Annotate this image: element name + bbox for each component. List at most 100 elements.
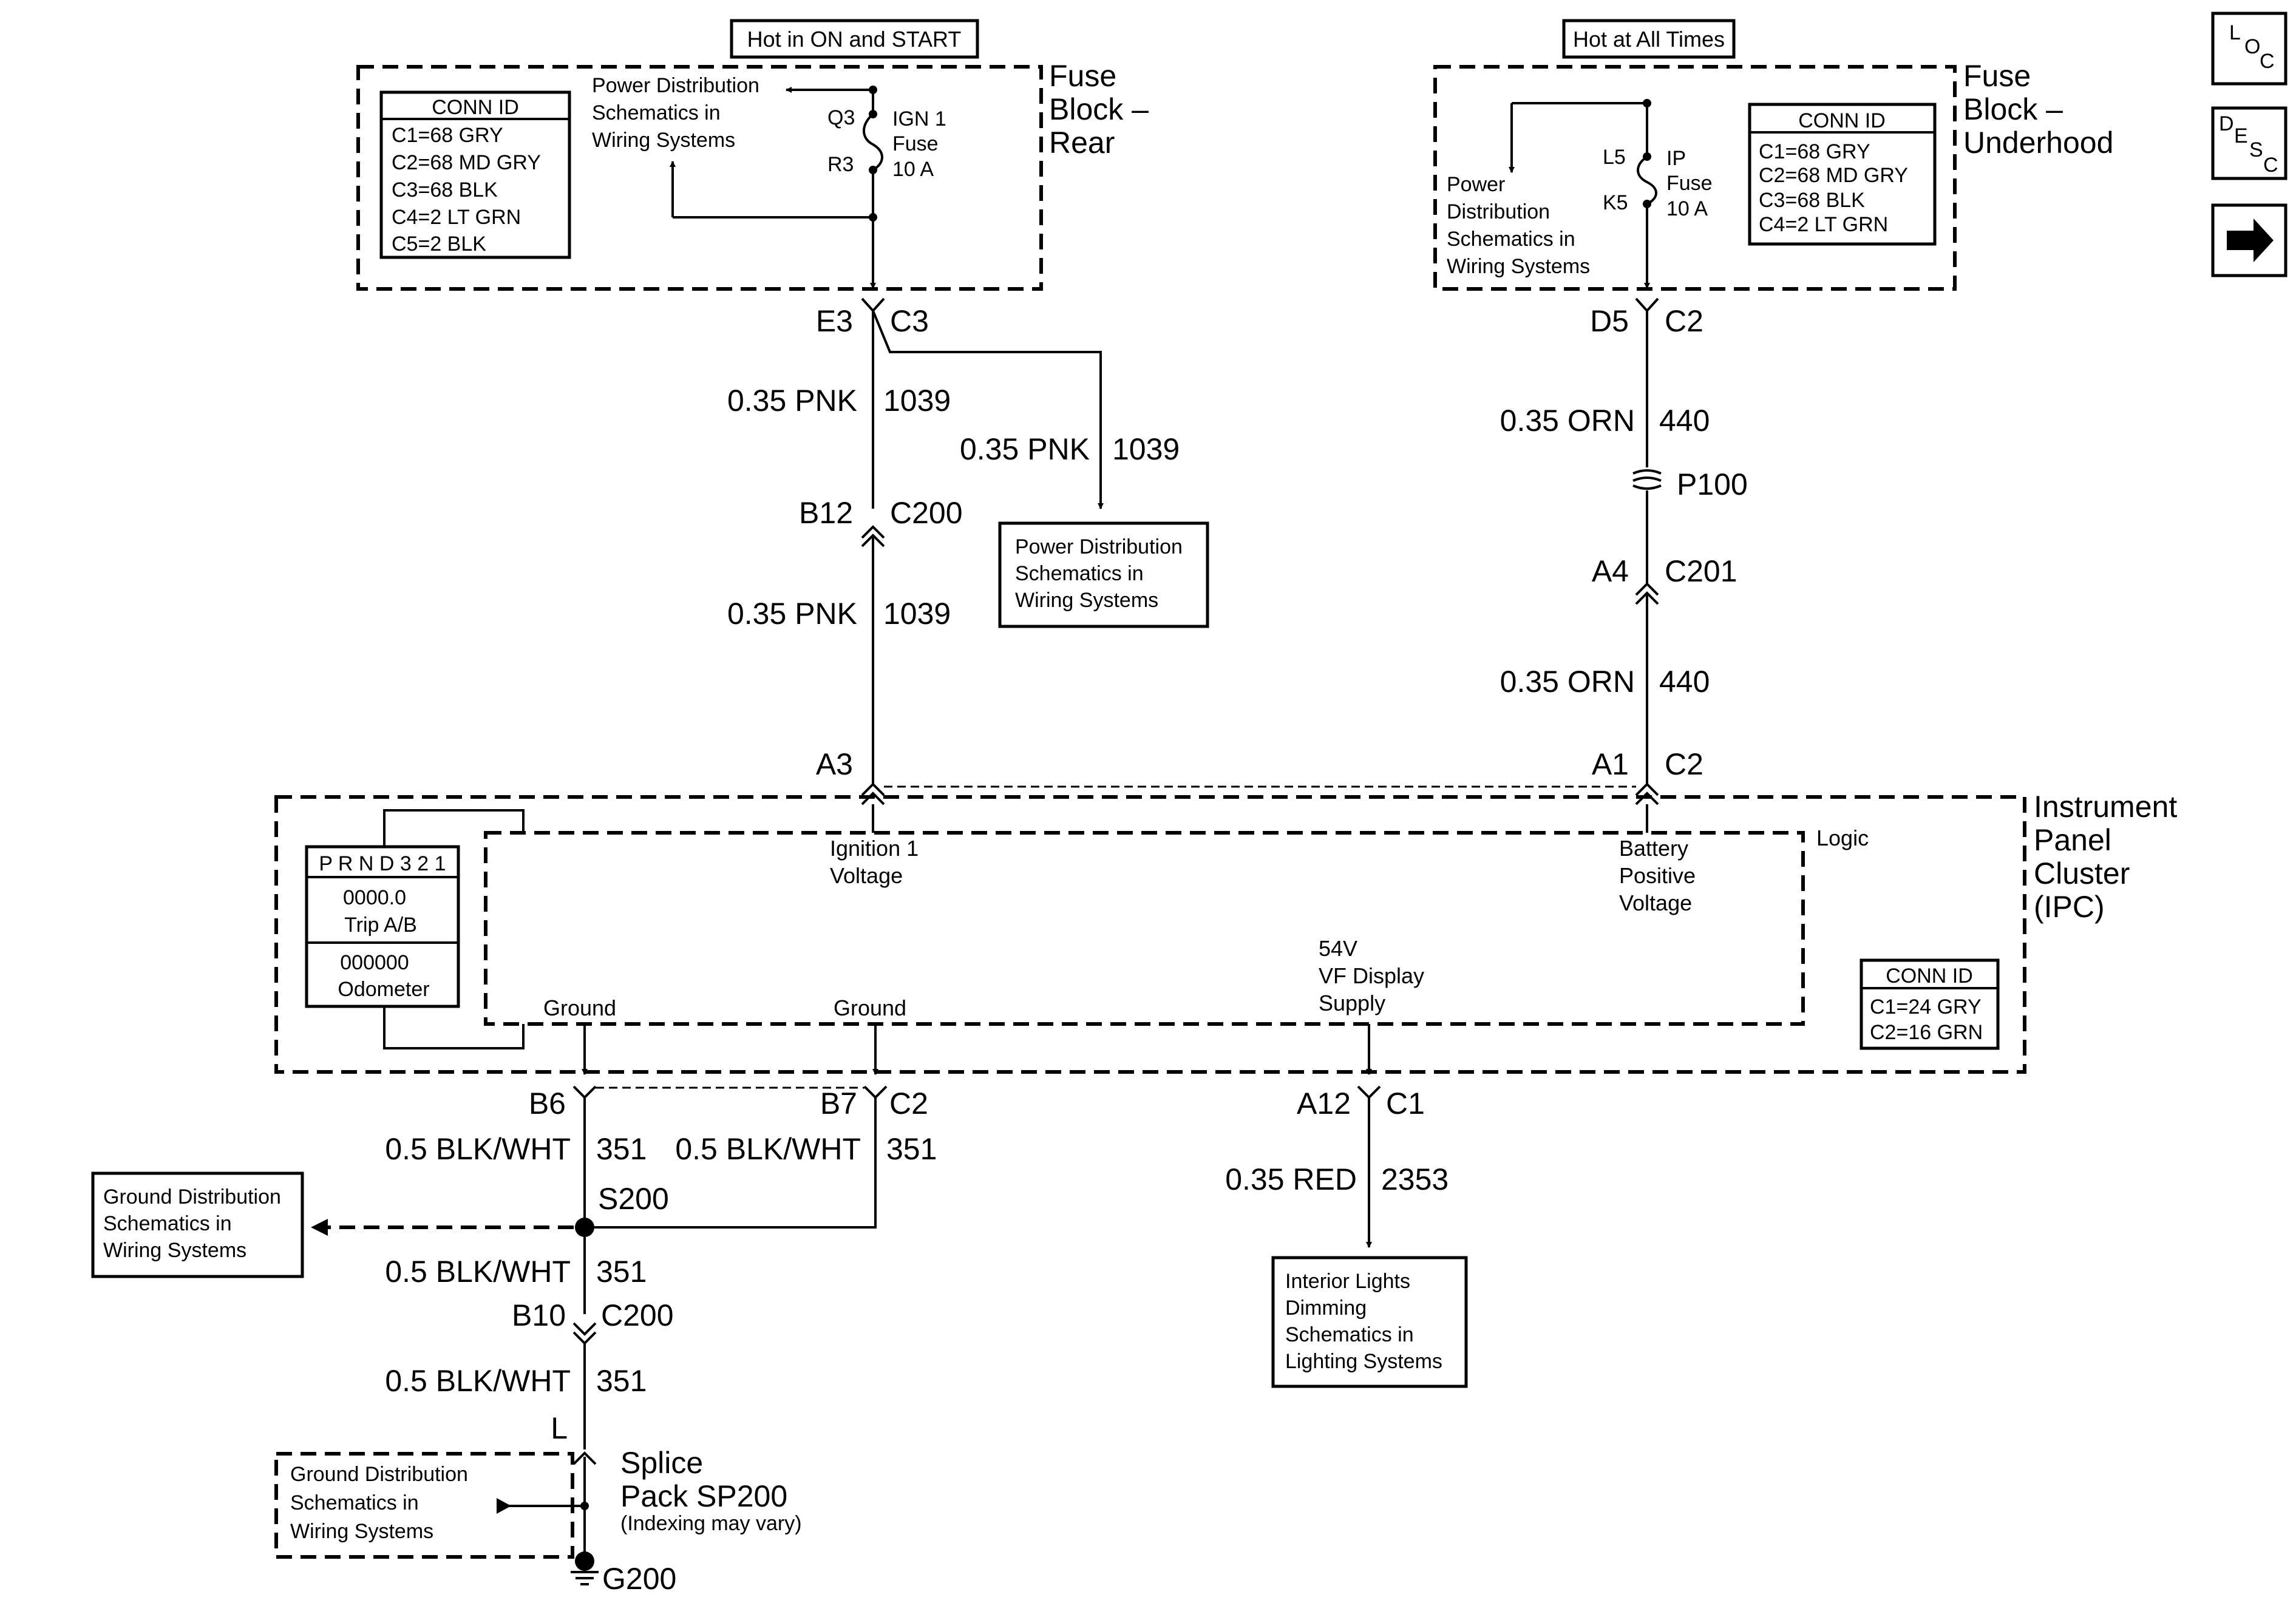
svg-text:Schematics in: Schematics in <box>1015 562 1144 585</box>
svg-text:P R N D 3 2 1: P R N D 3 2 1 <box>319 852 446 875</box>
svg-text:Ground: Ground <box>543 995 616 1020</box>
svg-text:0.5 BLK/WHT: 0.5 BLK/WHT <box>385 1255 571 1289</box>
svg-text:B6: B6 <box>529 1086 566 1120</box>
svg-text:Supply: Supply <box>1319 991 1385 1015</box>
fuse-underhood-conn-id-table: CONN ID C1=68 GRY C2=68 MD GRY C3=68 BLK… <box>1748 103 1937 246</box>
svg-text:Underhood: Underhood <box>1963 126 2113 160</box>
pd-ref-box-branch[interactable]: Power Distribution Schematics in Wiring … <box>998 521 1209 628</box>
svg-text:Dimming: Dimming <box>1285 1297 1367 1320</box>
svg-text:Interior Lights: Interior Lights <box>1285 1270 1410 1293</box>
fuse-underhood-pd-ref: Power Distribution Schematics in Wiring … <box>1447 173 1590 278</box>
svg-text:A4: A4 <box>1592 554 1629 588</box>
svg-text:C2=68 MD GRY: C2=68 MD GRY <box>1759 164 1908 187</box>
hot-on-start-label: Hot in ON and START <box>730 19 979 59</box>
svg-text:C4=2 LT GRN: C4=2 LT GRN <box>1759 213 1888 236</box>
svg-text:C1=68 GRY: C1=68 GRY <box>1759 140 1870 163</box>
svg-text:0.35 PNK: 0.35 PNK <box>727 384 857 418</box>
svg-text:2353: 2353 <box>1381 1162 1449 1196</box>
next-button[interactable] <box>2211 203 2288 277</box>
svg-text:A3: A3 <box>816 747 853 781</box>
svg-text:Voltage: Voltage <box>1619 890 1692 915</box>
ip-fuse: IP Fuse 10 A <box>1666 147 1713 220</box>
svg-text:0000.0: 0000.0 <box>343 886 406 909</box>
gd-ref-box-1[interactable]: Ground Distribution Schematics in Wiring… <box>91 1171 304 1278</box>
svg-text:Hot at All Times: Hot at All Times <box>1573 27 1725 52</box>
hot-all-times-label: Hot at All Times <box>1562 19 1736 59</box>
svg-text:R3: R3 <box>827 153 854 176</box>
svg-text:440: 440 <box>1659 404 1710 438</box>
svg-text:G200: G200 <box>602 1562 676 1596</box>
circuit-2353: A12 C1 0.35 RED 2353 Interior Lights Dim… <box>1225 1085 1468 1388</box>
svg-text:CONN ID: CONN ID <box>1886 964 1973 988</box>
svg-text:351: 351 <box>596 1132 647 1166</box>
svg-text:K5: K5 <box>1603 191 1628 214</box>
svg-text:(Indexing may vary): (Indexing may vary) <box>620 1512 802 1535</box>
svg-text:Schematics in: Schematics in <box>103 1212 232 1235</box>
svg-text:1039: 1039 <box>883 384 951 418</box>
ign1-fuse: IGN 1 Fuse 10 A <box>892 107 946 181</box>
svg-text:A1: A1 <box>1592 747 1629 781</box>
svg-text:0.35 ORN: 0.35 ORN <box>1500 404 1635 438</box>
svg-text:IP: IP <box>1666 147 1686 170</box>
svg-text:0.5 BLK/WHT: 0.5 BLK/WHT <box>385 1132 571 1166</box>
fuse-rear-pd-ref: Power Distribution Schematics in Wiring … <box>592 74 759 152</box>
svg-text:D5: D5 <box>1590 304 1629 338</box>
svg-text:1039: 1039 <box>883 597 951 631</box>
ground-symbol-icon <box>571 1561 599 1585</box>
svg-text:Power: Power <box>1447 173 1505 196</box>
svg-text:C200: C200 <box>601 1298 674 1332</box>
svg-text:Logic: Logic <box>1816 825 1869 850</box>
svg-text:Lighting Systems: Lighting Systems <box>1285 1350 1442 1373</box>
fuse-rear-conn-id-table: CONN ID C1=68 GRY C2=68 MD GRY C3=68 BLK… <box>379 90 571 259</box>
svg-text:C3=68 BLK: C3=68 BLK <box>1759 189 1865 212</box>
svg-text:C1: C1 <box>1386 1086 1425 1120</box>
svg-text:0.35 ORN: 0.35 ORN <box>1500 665 1635 699</box>
svg-text:CONN ID: CONN ID <box>1798 109 1886 132</box>
svg-text:VF Display: VF Display <box>1319 963 1424 988</box>
desc-button[interactable]: D E S C <box>2211 106 2288 180</box>
svg-text:B10: B10 <box>512 1298 566 1332</box>
svg-text:Block –: Block – <box>1049 92 1149 126</box>
interior-lights-ref-box[interactable]: Interior Lights Dimming Schematics in Li… <box>1271 1256 1468 1388</box>
svg-text:Battery: Battery <box>1619 836 1688 861</box>
svg-text:Trip A/B: Trip A/B <box>344 914 417 937</box>
svg-text:A12: A12 <box>1297 1086 1351 1120</box>
splice-s200 <box>575 1218 594 1237</box>
svg-text:Fuse: Fuse <box>1666 172 1713 195</box>
svg-text:L: L <box>551 1411 568 1445</box>
cluster-display: P R N D 3 2 1 0000.0 Trip A/B 000000 Odo… <box>305 845 460 1008</box>
circuit-440: D5 C2 0.35 ORN 440 P100 A4 C201 0.35 ORN… <box>1500 297 1748 805</box>
svg-text:S: S <box>2249 138 2263 161</box>
svg-text:440: 440 <box>1659 665 1710 699</box>
svg-text:Fuse: Fuse <box>1049 59 1116 93</box>
svg-text:Pack SP200: Pack SP200 <box>620 1479 787 1513</box>
svg-text:D: D <box>2219 112 2234 135</box>
svg-text:351: 351 <box>596 1364 647 1398</box>
svg-text:S200: S200 <box>598 1182 669 1216</box>
fuse-block-rear: Fuse Block – Rear CONN ID C1=68 GRY C2=6… <box>356 59 1149 291</box>
svg-text:C2=16 GRN: C2=16 GRN <box>1870 1021 1983 1044</box>
svg-text:Positive: Positive <box>1619 863 1696 888</box>
svg-text:000000: 000000 <box>340 951 409 974</box>
instrument-panel-cluster: Instrument Panel Cluster (IPC) Logic Ign… <box>274 790 2177 1075</box>
svg-text:E3: E3 <box>816 304 853 338</box>
ipc-conn-id-table: CONN ID C1=24 GRY C2=16 GRN <box>1860 958 2000 1050</box>
loc-button[interactable]: L O C <box>2211 12 2288 86</box>
ground-circuit: B6 B7 C2 0.5 BLK/WHT 351 0.5 BLK/WHT 351… <box>91 1085 937 1596</box>
svg-text:O: O <box>2244 35 2260 58</box>
svg-text:Wiring Systems: Wiring Systems <box>1015 589 1158 612</box>
svg-text:C4=2 LT GRN: C4=2 LT GRN <box>392 206 521 229</box>
svg-text:1039: 1039 <box>1112 432 1180 466</box>
svg-text:CONN ID: CONN ID <box>432 96 519 119</box>
svg-text:E: E <box>2234 124 2248 147</box>
svg-text:Ground: Ground <box>834 995 906 1020</box>
svg-text:C5=2 BLK: C5=2 BLK <box>392 232 486 256</box>
fuse-block-underhood: Fuse Block – Underhood CONN ID C1=68 GRY… <box>1433 59 2113 291</box>
svg-text:C2: C2 <box>889 1086 928 1120</box>
svg-text:B12: B12 <box>799 496 853 530</box>
svg-text:Schematics in: Schematics in <box>290 1491 419 1514</box>
svg-text:Schematics in: Schematics in <box>1285 1323 1414 1346</box>
svg-text:Wiring Systems: Wiring Systems <box>1447 255 1590 278</box>
svg-text:Fuse: Fuse <box>892 132 939 155</box>
svg-text:Odometer: Odometer <box>338 978 429 1001</box>
